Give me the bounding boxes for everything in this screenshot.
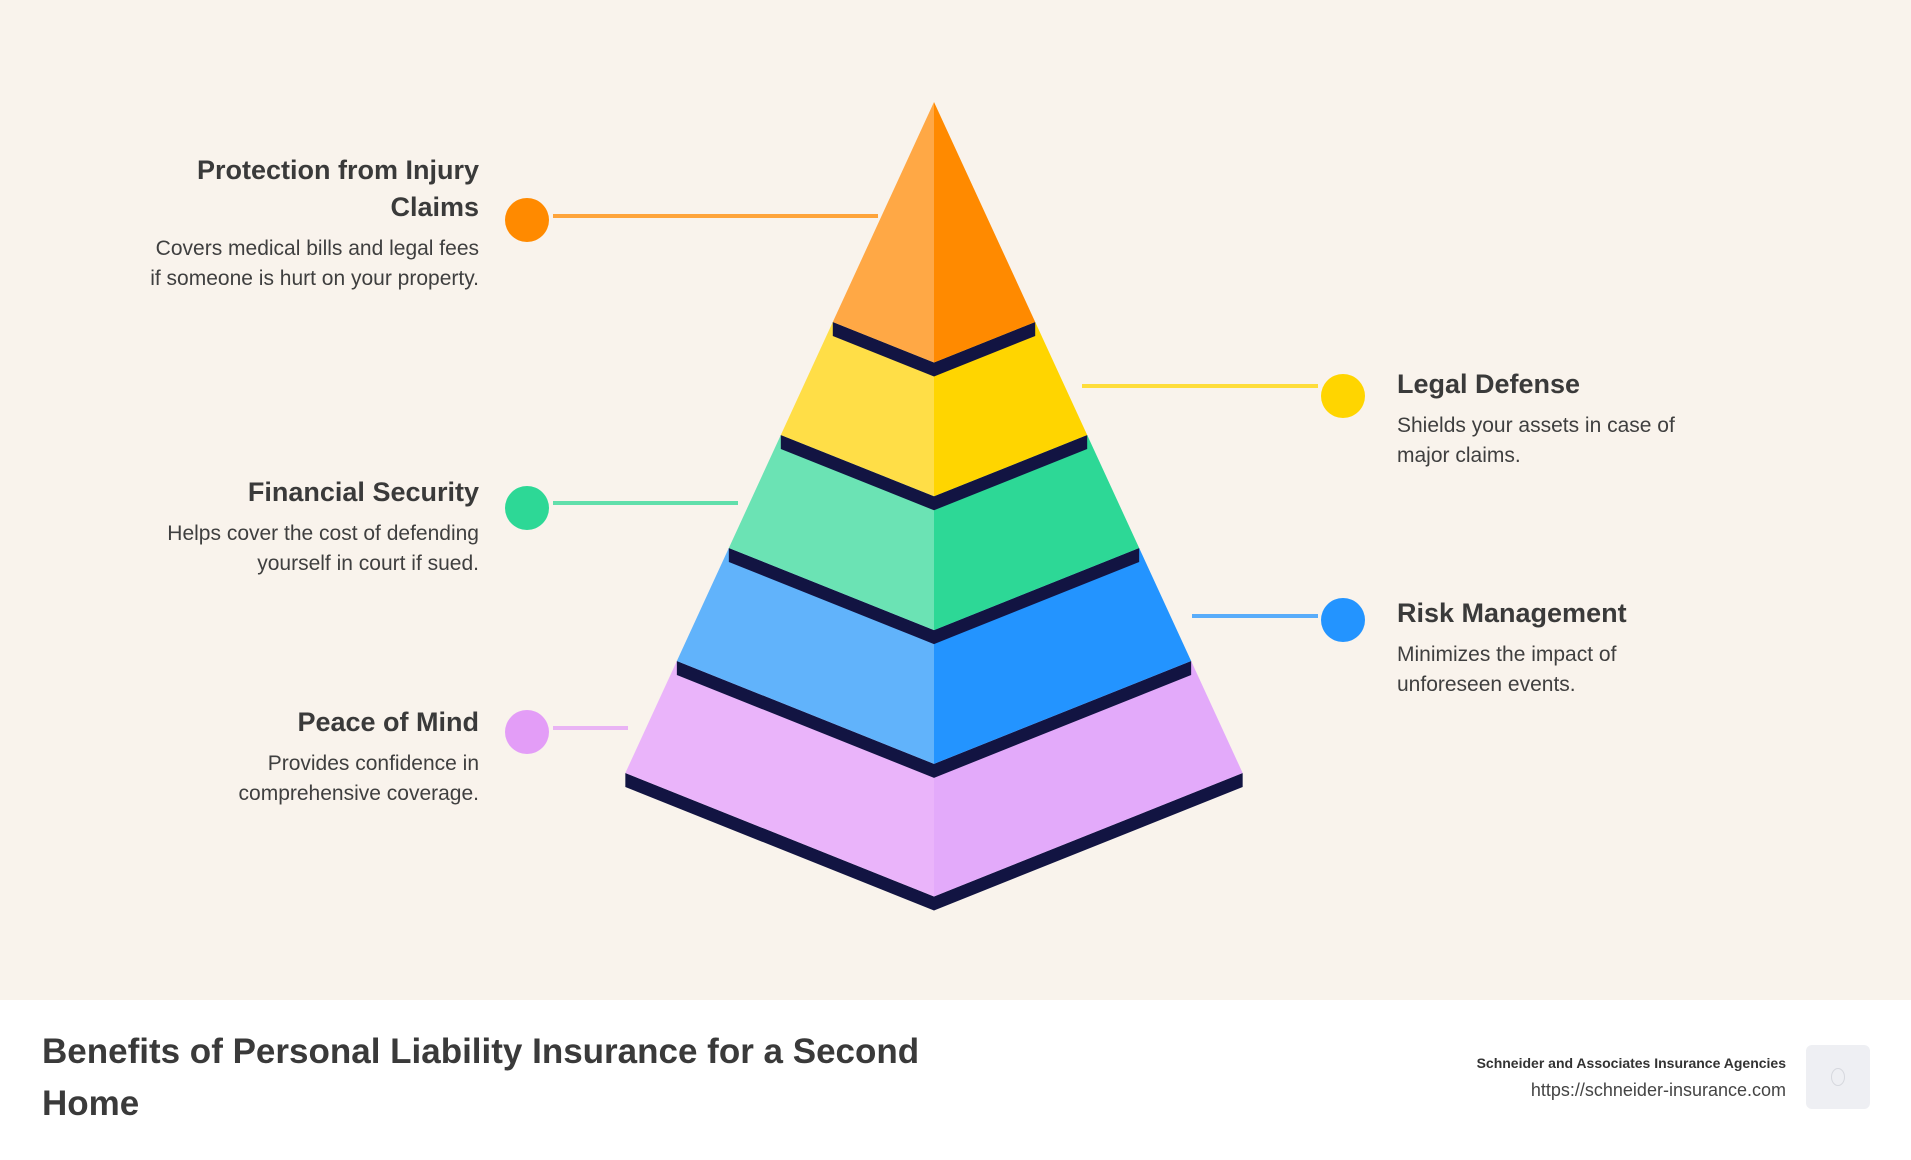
company-logo	[1806, 1045, 1870, 1109]
benefit-description: Shields your assets in case of major cla…	[1397, 414, 1675, 467]
logo-mark-icon	[1831, 1068, 1845, 1086]
pyramid-layer-left-peace-of-mind	[625, 661, 934, 897]
benefit-label-risk-management: Risk Management Minimizes the impact of …	[1397, 595, 1687, 700]
benefit-label-financial-security: Financial Security Helps cover the cost …	[119, 474, 479, 579]
pyramid-layer-right-legal-defense	[934, 322, 1088, 497]
pyramid-layer-right-injury-claims	[934, 102, 1036, 363]
infographic-title: Benefits of Personal Liability Insurance…	[42, 1032, 920, 1123]
connector-dot-peace-of-mind	[505, 710, 549, 754]
pyramid-layer-left-legal-defense	[780, 322, 934, 497]
benefit-label-injury-claims: Protection from Injury Claims Covers med…	[149, 152, 479, 294]
benefit-description: Minimizes the impact of unforeseen event…	[1397, 643, 1617, 696]
company-name: Schneider and Associates Insurance Agenc…	[1476, 1055, 1786, 1071]
pyramid-layer-left-risk-management	[676, 548, 934, 764]
benefit-label-legal-defense: Legal Defense Shields your assets in cas…	[1397, 366, 1727, 471]
connector-dot-financial-security	[505, 486, 549, 530]
pyramid-layer-edge-injury-claims	[832, 322, 1036, 377]
benefits-pyramid	[505, 102, 1365, 911]
pyramid-layer-right-risk-management	[934, 548, 1192, 764]
benefit-title: Risk Management	[1397, 598, 1627, 628]
pyramid-layer-left-injury-claims	[832, 102, 934, 363]
benefit-description: Covers medical bills and legal fees if s…	[150, 237, 479, 290]
benefit-label-peace-of-mind: Peace of Mind Provides confidence in com…	[179, 704, 479, 809]
connector-dot-injury-claims	[505, 198, 549, 242]
benefit-title: Legal Defense	[1397, 369, 1581, 399]
footer: Benefits of Personal Liability Insurance…	[0, 1000, 1911, 1160]
pyramid-layer-edge-legal-defense	[780, 435, 1088, 511]
pyramid-layer-right-peace-of-mind	[934, 661, 1243, 897]
infographic-stage: Protection from Injury Claims Covers med…	[0, 0, 1911, 1000]
connector-dot-risk-management	[1321, 598, 1365, 642]
company-url-link[interactable]: https://schneider-insurance.com	[1530, 1080, 1786, 1100]
benefit-title: Protection from Injury Claims	[196, 155, 479, 222]
benefit-description: Helps cover the cost of defending yourse…	[167, 522, 479, 575]
connector-dot-legal-defense	[1321, 374, 1365, 418]
benefit-description: Provides confidence in comprehensive cov…	[238, 752, 479, 805]
benefit-title: Financial Security	[247, 477, 479, 507]
benefit-title: Peace of Mind	[297, 707, 479, 737]
